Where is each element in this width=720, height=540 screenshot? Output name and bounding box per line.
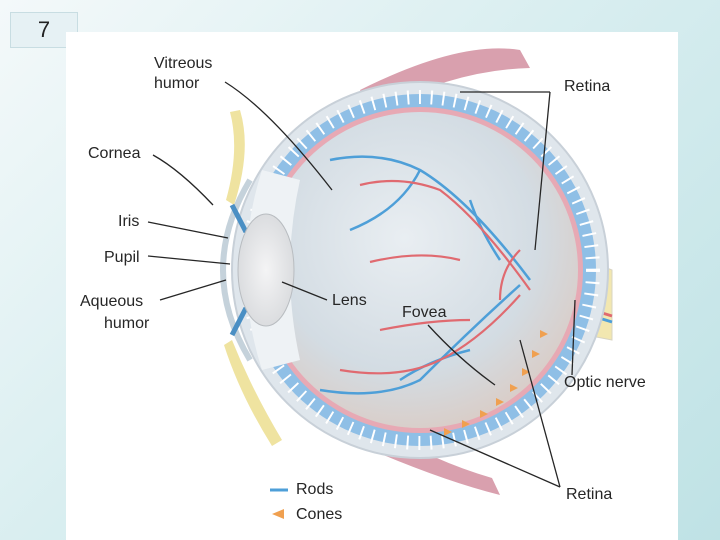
label-cornea: Cornea [88, 145, 141, 162]
iris-shape-lower [229, 306, 249, 337]
lens-shape [237, 213, 295, 327]
legend-rods-label: Rods [296, 481, 333, 498]
cone-cells [444, 330, 548, 436]
legend-cones-label: Cones [296, 506, 342, 523]
eyelid-upper [226, 110, 245, 205]
arteries [339, 179, 531, 375]
cornea-shape [220, 178, 253, 362]
legend-cones-swatch [272, 509, 284, 519]
label-fovea: Fovea [402, 304, 447, 321]
label-retina-top: Retina [564, 78, 610, 95]
vitreous-body [262, 112, 578, 428]
iris-shape [229, 203, 249, 234]
label-vitreous-2: humor [154, 75, 200, 92]
label-optic-nerve: Optic nerve [564, 374, 646, 391]
leader-lines [147, 81, 576, 488]
label-aqueous-2: humor [104, 315, 150, 332]
label-pupil: Pupil [104, 249, 140, 266]
label-aqueous-1: Aqueous [80, 293, 143, 310]
eyelid-lower [224, 340, 282, 446]
slide-number: 7 [10, 12, 78, 48]
label-iris: Iris [118, 213, 139, 230]
label-lens: Lens [332, 292, 367, 309]
label-retina-bottom: Retina [566, 486, 612, 503]
label-vitreous-1: Vitreous [154, 55, 212, 72]
